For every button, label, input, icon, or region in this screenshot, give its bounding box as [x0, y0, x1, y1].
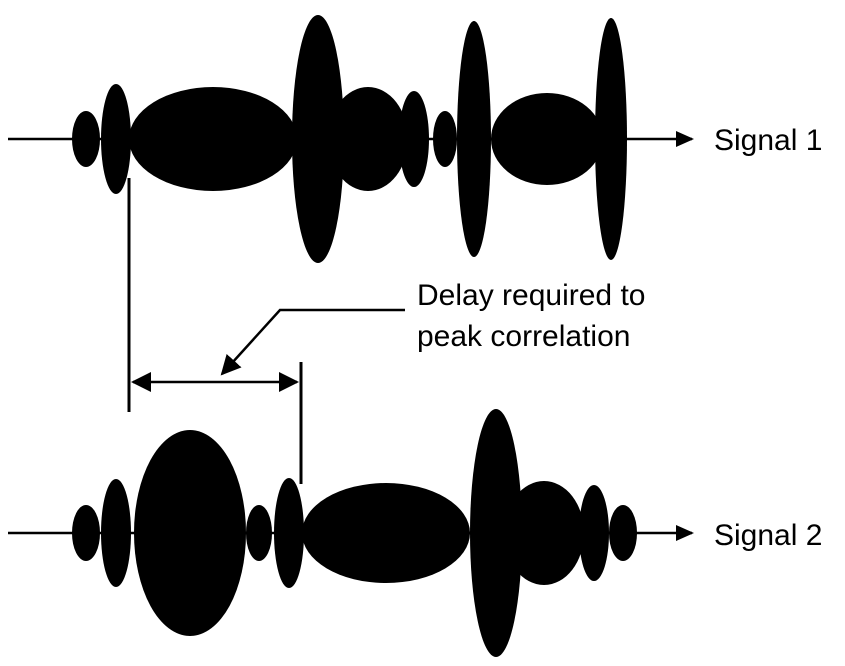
signal-2-pulse: [470, 409, 522, 657]
signal-2-pulse: [246, 505, 272, 561]
annotation-line-1: Delay required to: [417, 279, 645, 312]
signal-1-pulse: [328, 87, 408, 191]
signal-2-waveform: Signal 2: [8, 409, 822, 657]
signal-1-pulse: [399, 91, 429, 187]
signal-1-pulses: [72, 15, 627, 263]
signal-2-pulse: [504, 481, 584, 585]
signal-1-pulse: [72, 111, 100, 167]
signal-1-pulse: [292, 15, 344, 263]
signal-2-pulse: [72, 505, 100, 561]
signal-1-pulse: [433, 111, 457, 167]
signal-2-pulse: [302, 483, 470, 583]
signal-2-pulse: [274, 478, 304, 588]
signal-1-pulse: [129, 87, 297, 191]
annotation-line-2: peak correlation: [417, 320, 630, 353]
signal-1-label: Signal 1: [714, 124, 822, 157]
signal-1-waveform: Signal 1: [8, 15, 822, 263]
annotation-leader-arrow: [220, 308, 405, 376]
signal-2-pulse: [134, 430, 246, 636]
delay-indicator: Delay required to peak correlation: [127, 178, 645, 484]
signal-2-pulses: [72, 409, 637, 657]
signal-1-pulse: [101, 84, 131, 194]
signal-2-arrowhead: [676, 525, 694, 541]
signal-2-pulse: [579, 485, 609, 581]
signal-2-pulse: [609, 505, 637, 561]
signal-2-label: Signal 2: [714, 519, 822, 552]
signal-1-pulse: [595, 18, 627, 260]
signal-1-pulse: [457, 21, 491, 257]
signal-1-pulse: [491, 93, 603, 185]
signal-1-arrowhead: [676, 131, 694, 147]
signal-2-pulse: [101, 479, 131, 587]
